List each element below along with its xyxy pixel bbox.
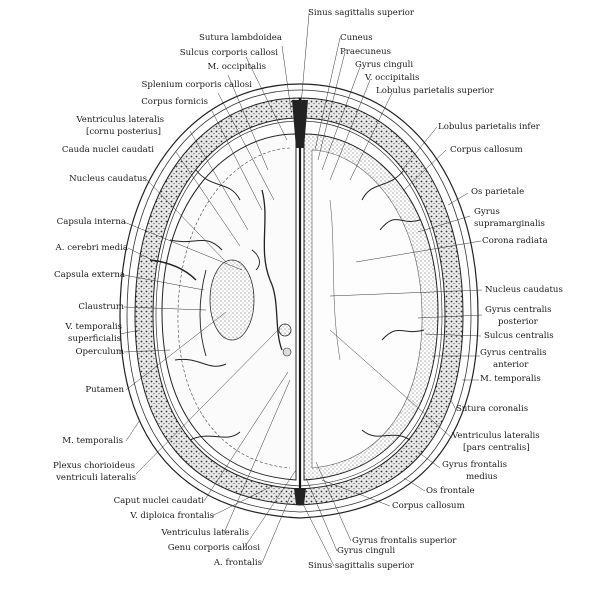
label-v-temporalis-superficialis-1: V. temporalis (65, 322, 122, 332)
label-ventriculus-lateralis-pars-centralis-2: [pars centralis] (463, 443, 530, 453)
label-plexus-chorioideus-2: ventriculi lateralis (56, 473, 136, 483)
label-gyrus-centralis-anterior-1: Gyrus centralis (480, 348, 547, 358)
leader-lines (119, 13, 483, 567)
label-gyrus-frontalis-superior: Gyrus frontalis superior (352, 536, 457, 546)
label-nucleus-caudatus-left: Nucleus caudatus (69, 174, 147, 184)
label-gyrus-centralis-posterior-2: posterior (498, 317, 538, 327)
scalp-outline (119, 83, 479, 519)
label-cauda-nuclei-caudati: Cauda nuclei caudati (61, 145, 154, 155)
label-ventriculus-lateralis-cornu-posterius-1: Ventriculus lateralis (76, 115, 164, 125)
label-operculum: Operculum (75, 347, 124, 357)
label-plexus-chorioideus-1: Plexus chorioideus (53, 461, 135, 471)
label-caput-nuclei-caudati: Caput nuclei caudati (113, 496, 204, 506)
label-putamen: Putamen (85, 385, 124, 395)
label-v-diploica-frontalis: V. diploica frontalis (130, 511, 214, 521)
label-corpus-fornicis: Corpus fornicis (141, 97, 208, 107)
label-gyrus-cinguli-top: Gyrus cinguli (355, 60, 414, 70)
label-sinus-sagittalis-superior-top: Sinus sagittalis superior (308, 8, 414, 18)
label-sutura-coronalis: Sutura coronalis (456, 404, 529, 414)
label-gyrus-supramarginalis-2: supramarginalis (474, 219, 545, 229)
label-gyrus-centralis-posterior-1: Gyrus centralis (485, 305, 552, 315)
label-sulcus-corporis-callosi: Sulcus corporis callosi (179, 48, 278, 58)
label-splenium-corporis-callosi: Splenium corporis callosi (141, 80, 252, 90)
label-gyrus-cinguli-bottom: Gyrus cinguli (337, 546, 396, 556)
label-nucleus-caudatus-right: Nucleus caudatus (485, 285, 563, 295)
label-sinus-sagittalis-superior-bottom: Sinus sagittalis superior (308, 561, 414, 571)
label-genu-corporis-callosi: Genu corporis callosi (167, 543, 260, 553)
label-corpus-callosum-bottom: Corpus callosum (392, 501, 465, 511)
label-v-occipitalis: V. occipitalis (365, 73, 420, 83)
label-lobulus-parietalis-infer: Lobulus parietalis infer (438, 122, 540, 132)
label-corona-radiata: Corona radiata (482, 236, 548, 246)
label-lobulus-parietalis-superior: Lobulus parietalis superior (376, 86, 494, 96)
label-m-temporalis-right: M. temporalis (480, 374, 541, 384)
label-a-frontalis: A. frontalis (213, 558, 262, 568)
label-claustrum: Claustrum (78, 302, 124, 312)
label-os-frontale: Os frontale (426, 486, 475, 496)
label-capsula-interna: Capsula interna (56, 217, 126, 227)
label-gyrus-centralis-anterior-2: anterior (493, 360, 529, 370)
label-os-parietale: Os parietale (471, 187, 525, 197)
label-a-cerebri-media: A. cerebri media (55, 243, 128, 253)
label-gyrus-frontalis-medius-1: Gyrus frontalis (442, 460, 507, 470)
label-praecuneus: Praecuneus (340, 47, 392, 57)
label-cuneus: Cuneus (340, 33, 373, 43)
label-v-temporalis-superficialis-2: superficialis (68, 334, 121, 344)
label-gyrus-supramarginalis-1: Gyrus (474, 207, 500, 217)
label-corpus-callosum-top: Corpus callosum (450, 145, 523, 155)
right-hemisphere (303, 133, 439, 481)
falx-cerebri (292, 98, 308, 505)
label-ventriculus-lateralis-cornu-posterius-2: [cornu posterius] (85, 127, 161, 137)
label-ventriculus-lateralis-bottom: Ventriculus lateralis (161, 528, 249, 538)
label-sulcus-centralis: Sulcus centralis (484, 331, 554, 341)
label-ventriculus-lateralis-pars-centralis-1: Ventriculus lateralis (452, 431, 540, 441)
left-hemisphere (149, 133, 297, 481)
label-sutura-lambdoidea: Sutura lambdoidea (198, 33, 282, 43)
label-capsula-externa: Capsula externa (54, 270, 125, 280)
label-m-temporalis-left: M. temporalis (62, 436, 123, 446)
label-gyrus-frontalis-medius-2: medius (466, 472, 498, 482)
label-m-occipitalis: M. occipitalis (207, 62, 266, 72)
